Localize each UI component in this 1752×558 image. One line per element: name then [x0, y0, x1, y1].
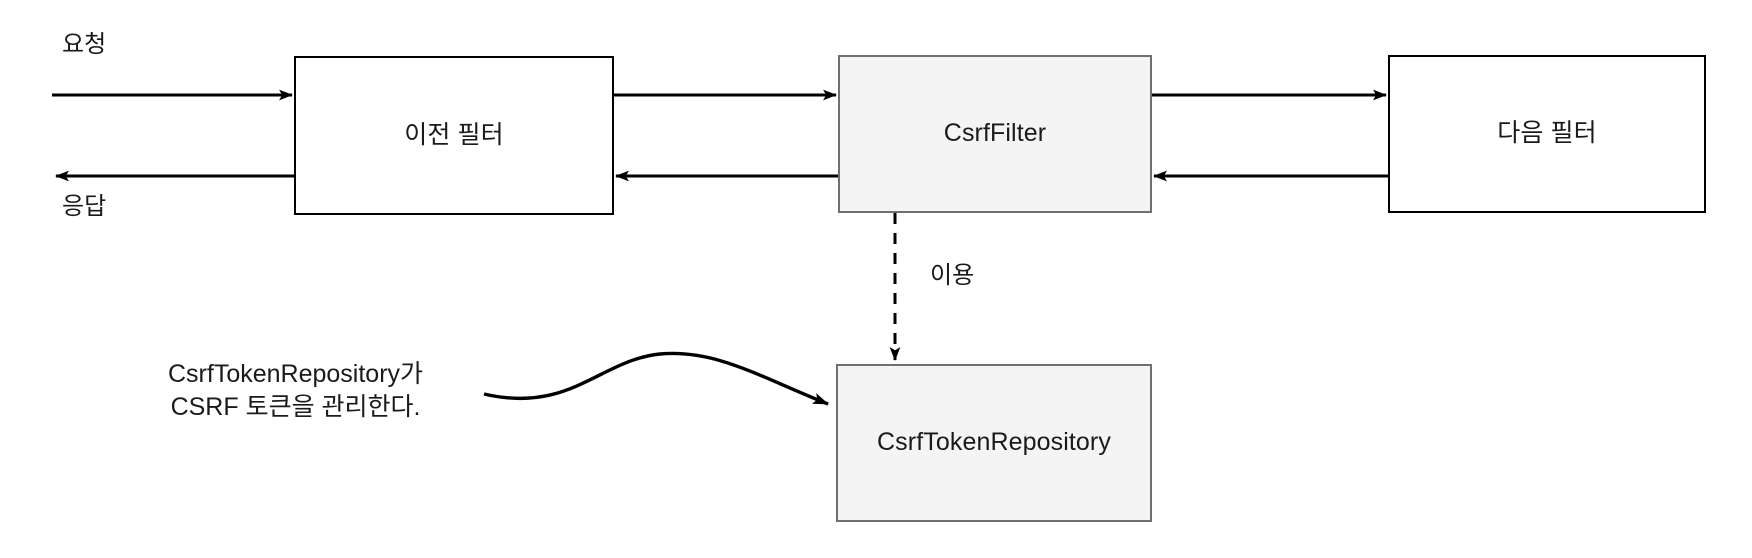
- label-use: 이용: [930, 262, 975, 289]
- annotation-repository-note: CsrfTokenRepository가 CSRF 토큰을 관리한다.: [168, 358, 423, 424]
- node-csrf-filter[interactable]: CsrfFilter: [838, 55, 1152, 213]
- node-previous-filter-label: 이전 필터: [404, 120, 504, 149]
- edge-note-to-repository: [483, 351, 829, 406]
- node-next-filter[interactable]: 다음 필터: [1388, 55, 1706, 213]
- label-request: 요청: [62, 31, 107, 58]
- annotation-line-2: CSRF 토큰을 관리한다.: [170, 393, 421, 421]
- node-next-filter-label: 다음 필터: [1497, 119, 1597, 148]
- node-csrf-token-repository[interactable]: CsrfTokenRepository: [836, 364, 1152, 522]
- annotation-line-1: CsrfTokenRepository가: [168, 360, 424, 388]
- node-csrf-filter-label: CsrfFilter: [943, 119, 1047, 148]
- node-csrf-token-repository-label: CsrfTokenRepository: [877, 428, 1111, 457]
- node-previous-filter[interactable]: 이전 필터: [294, 56, 614, 215]
- label-response: 응답: [62, 193, 107, 220]
